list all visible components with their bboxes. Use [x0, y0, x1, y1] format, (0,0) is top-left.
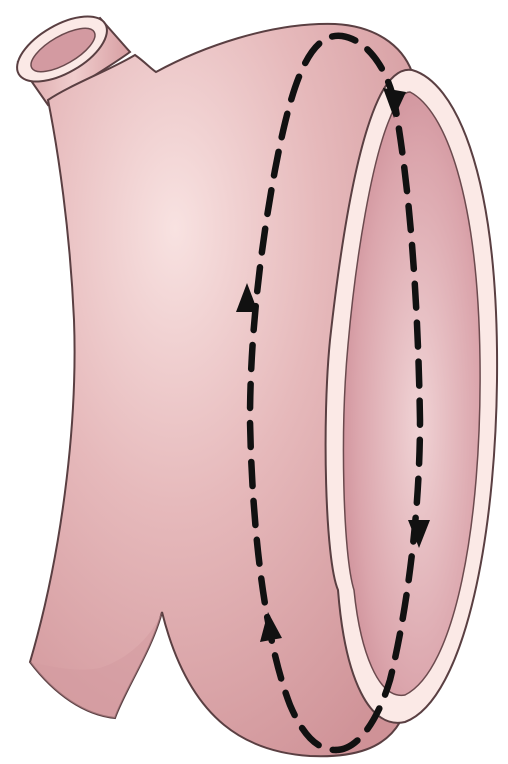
cut-vessel-illustration — [0, 0, 508, 764]
diagram-stage — [0, 0, 508, 764]
